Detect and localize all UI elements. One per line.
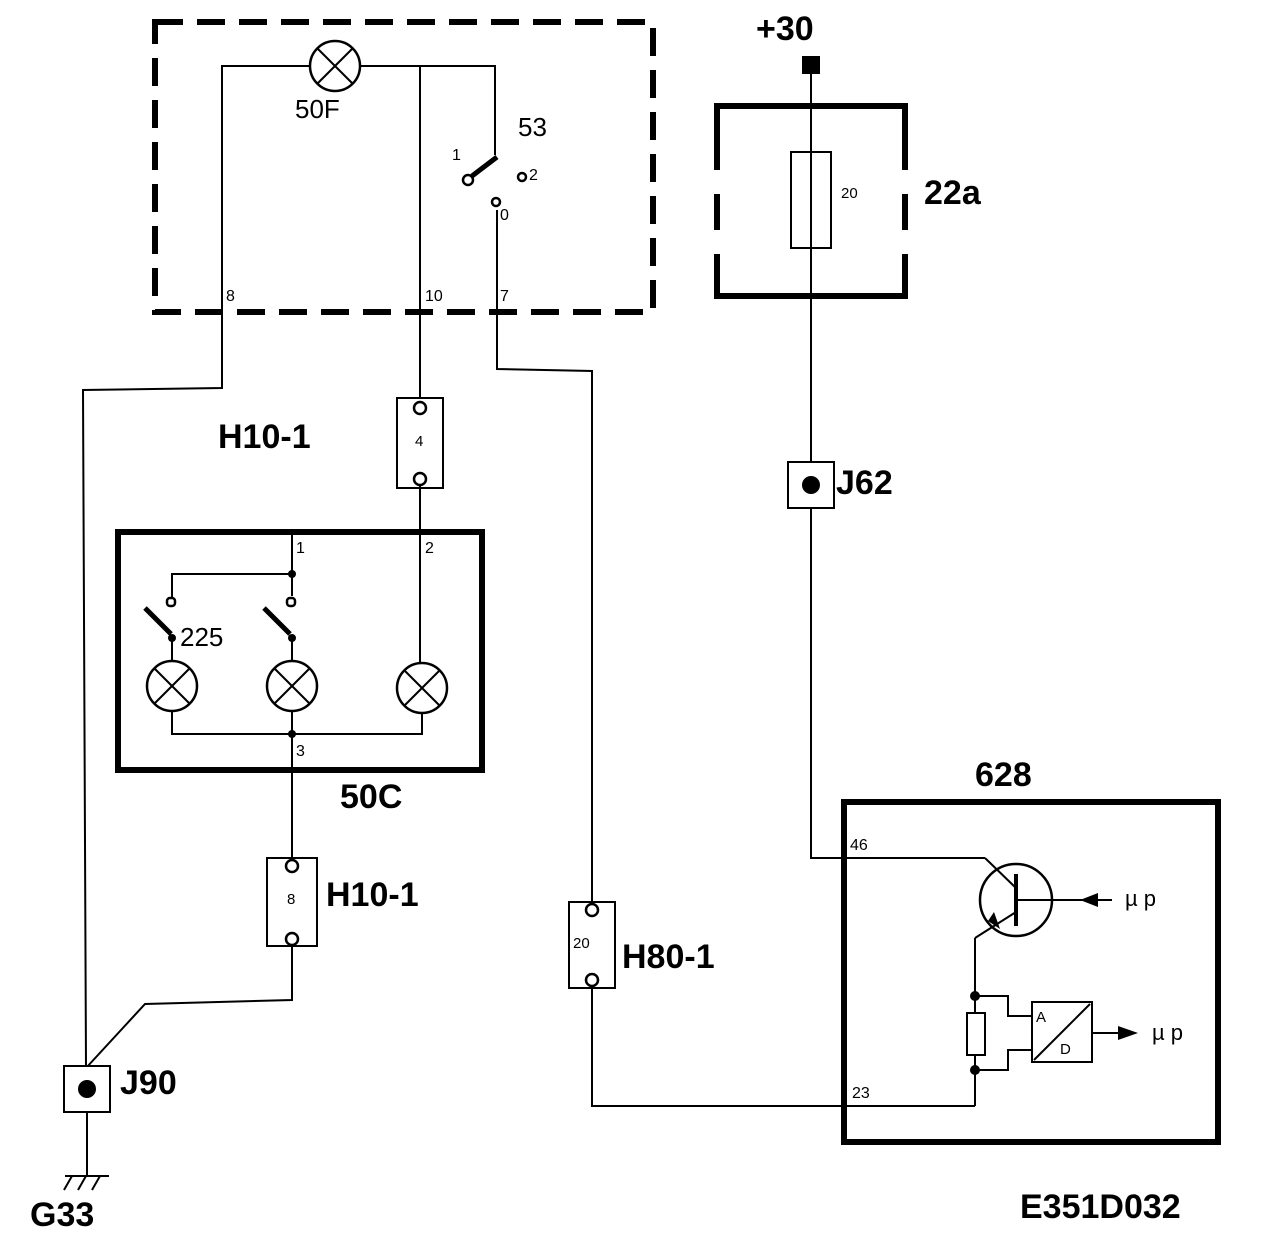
label-53: 53 <box>518 112 547 142</box>
label-j62: J62 <box>836 464 893 502</box>
label-628: 628 <box>975 756 1032 794</box>
label-pin-23: 23 <box>852 1085 870 1102</box>
drawing-id: E351D032 <box>1020 1188 1181 1226</box>
box-50c <box>115 529 485 773</box>
box-22a <box>714 103 908 299</box>
junction-50c-top <box>288 570 296 578</box>
wire-resistor-bottom-to-ad <box>975 1049 1032 1071</box>
label-switch-pos-2: 2 <box>529 167 538 184</box>
wire-j62-to-628-pin46 <box>810 508 985 859</box>
label-plus30: +30 <box>756 10 814 48</box>
ad-output-arrow-icon <box>1092 1026 1138 1040</box>
switch-225-left-icon <box>143 606 176 660</box>
label-h10-top-pin: 4 <box>415 433 423 450</box>
label-50c-pin-2: 2 <box>425 540 434 557</box>
label-pin-8: 8 <box>226 288 235 305</box>
label-h80-1: H80-1 <box>622 938 715 976</box>
switch-225-middle-icon <box>262 606 296 660</box>
switch-53-icon <box>461 155 528 208</box>
label-pin-7: 7 <box>500 288 509 305</box>
lamp-50c-left-icon <box>145 659 199 713</box>
label-pin-10: 10 <box>425 288 443 305</box>
label-22a: 22a <box>924 174 982 212</box>
terminal-plus30 <box>802 56 820 74</box>
label-h10-1-top: H10-1 <box>218 418 311 456</box>
wire-50c-lamp-return <box>171 711 423 735</box>
label-ad-a: A <box>1036 1009 1046 1026</box>
wire-resistor-top-to-ad <box>975 995 1032 1017</box>
label-50c: 50C <box>340 778 402 816</box>
label-pin-46: 46 <box>850 837 868 854</box>
resistor-icon <box>966 1012 986 1056</box>
lamp-50c-right-icon <box>395 661 449 715</box>
label-mu-p-input: µ p <box>1125 886 1156 911</box>
wire-50f-right <box>360 65 496 155</box>
wire-50c-top-branch <box>171 573 292 598</box>
label-h10-bottom-pin: 8 <box>287 891 295 908</box>
label-50f: 50F <box>295 94 340 124</box>
label-g33: G33 <box>30 1196 94 1234</box>
label-h10-1-bottom: H10-1 <box>326 876 419 914</box>
label-50c-pin-3: 3 <box>296 743 305 760</box>
lamp-50f-icon <box>308 39 362 93</box>
label-switch-pos-0: 0 <box>500 207 509 224</box>
box-628 <box>841 799 1221 1145</box>
label-h80-pin: 20 <box>573 935 590 952</box>
wire-h80-to-628-pin23 <box>591 986 975 1107</box>
label-j90: J90 <box>120 1064 177 1102</box>
wire-pin8-to-j90 <box>81 312 223 1069</box>
transistor-icon <box>974 857 1112 939</box>
label-50c-pin-1: 1 <box>296 540 305 557</box>
label-225: 225 <box>180 622 223 652</box>
lamp-50c-middle-icon <box>265 659 319 713</box>
label-ad-d: D <box>1060 1041 1071 1058</box>
ground-icon <box>63 1175 109 1191</box>
label-fuse-rating: 20 <box>841 185 858 202</box>
label-switch-pos-1: 1 <box>452 147 461 164</box>
wire-pin7-to-h80 <box>496 312 593 906</box>
wire-h10-bottom-to-j90 <box>85 945 293 1069</box>
wire-50f-left <box>221 65 310 312</box>
label-mu-p-output: µ p <box>1152 1020 1183 1045</box>
dashed-module-box <box>152 19 656 315</box>
